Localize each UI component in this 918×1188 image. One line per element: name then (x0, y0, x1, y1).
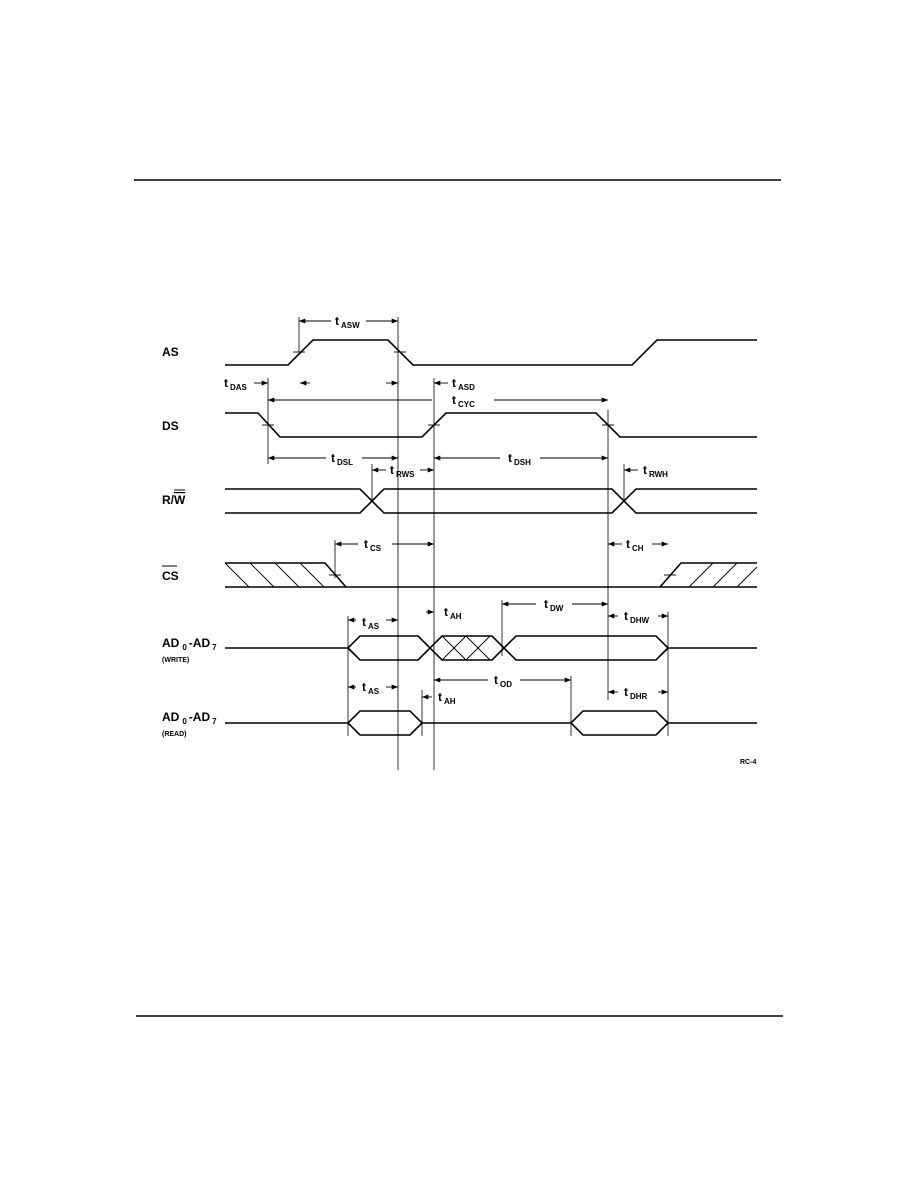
ad-read-waveform (225, 710, 757, 736)
ds-waveform (225, 412, 757, 438)
figure-id: RC-4 (740, 759, 756, 766)
signal-note-write: (WRITE) (162, 657, 189, 664)
signal-note-read: (READ) (162, 731, 187, 738)
signal-label-rw: R/W (162, 493, 186, 507)
ad-write-waveform (225, 635, 757, 661)
dimension-arrows (254, 318, 668, 700)
signal-label-as: AS (162, 345, 179, 359)
signal-label-cs: CS (162, 569, 179, 583)
rw-waveform (225, 488, 757, 514)
w-overbar: W (174, 493, 186, 507)
as-waveform (225, 339, 757, 366)
cs-waveform (224, 562, 758, 588)
signal-label-ds: DS (162, 419, 179, 433)
